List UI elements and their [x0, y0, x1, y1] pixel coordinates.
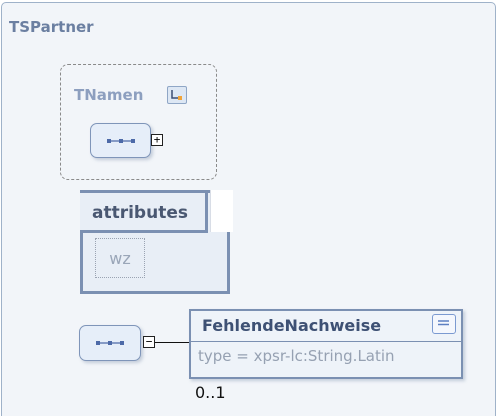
element-type: type = xpsr-lc:String.Latin — [198, 347, 395, 365]
collapse-button[interactable]: − — [143, 336, 155, 348]
complex-type-title: TSPartner — [9, 18, 94, 36]
sequence-icon — [96, 341, 124, 345]
element-divider — [191, 341, 461, 342]
connector-line — [155, 342, 189, 343]
occurrence-label: 0..1 — [195, 383, 226, 402]
attribute-item[interactable]: wz — [95, 238, 145, 278]
type-reference-icon — [167, 86, 187, 104]
group-sequence-node[interactable] — [90, 123, 151, 158]
documentation-icon[interactable] — [432, 314, 456, 334]
sequence-icon — [106, 138, 135, 143]
sequence-node[interactable] — [79, 325, 141, 361]
expand-button[interactable]: + — [151, 134, 163, 146]
element-box[interactable] — [189, 309, 463, 379]
group-title: TNamen — [74, 86, 144, 104]
group-reference-box[interactable] — [60, 64, 217, 180]
attributes-title: attributes — [92, 203, 188, 223]
attributes-tab — [210, 190, 233, 232]
attributes-header — [80, 193, 208, 233]
element-name: FehlendeNachweise — [202, 316, 382, 335]
